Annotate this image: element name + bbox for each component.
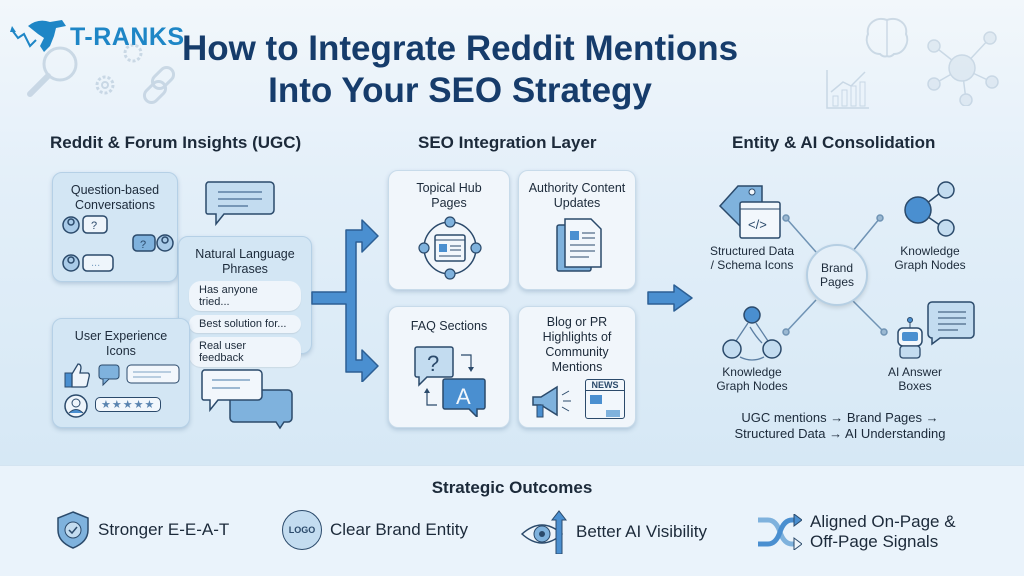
title-line-1: How to Integrate Reddit Mentions	[181, 29, 739, 68]
outcome-aligned-signals: Aligned On-Page & Off-Page Signals	[756, 512, 956, 552]
network-person-deco-icon	[927, 31, 999, 106]
svg-text:A: A	[456, 384, 471, 409]
outcome-label: Stronger E-E-A-T	[98, 520, 230, 539]
growth-chart-deco-icon	[826, 70, 869, 109]
message-bubbles-icon	[98, 364, 180, 387]
newspaper-icon: NEWS	[585, 379, 625, 419]
brand-logo: T-RANKS	[10, 16, 185, 58]
column-heading-seo: SEO Integration Layer	[418, 133, 597, 152]
brand-name: T-RANKS	[70, 22, 185, 51]
outcome-label: Clear Brand Entity	[330, 520, 468, 539]
svg-text:</>: </>	[748, 217, 767, 232]
outcome-ai-visibility: Better AI Visibility	[520, 510, 707, 554]
flow-summary: UGC mentions → Brand Pages →Structured D…	[734, 410, 946, 441]
column-heading-entity: Entity & AI Consolidation	[732, 133, 936, 152]
thumbs-up-icon	[64, 363, 90, 388]
schema-code-icon: </>	[718, 185, 781, 239]
shuffle-arrows-icon	[758, 514, 802, 550]
outcome-label: Aligned On-Page & Off-Page Signals	[810, 512, 956, 551]
card-title: FAQ Sections	[410, 319, 488, 333]
outcomes-panel	[0, 465, 1024, 576]
outcomes-heading: Strategic Outcomes	[431, 478, 593, 497]
megaphone-icon	[532, 385, 571, 418]
branch-arrow-icon	[311, 219, 379, 382]
user-avatar-icon	[64, 394, 88, 418]
chat-bubbles-pair-icon	[201, 369, 293, 430]
node-structured-data: Structured Data/ Schema Icons	[709, 244, 795, 272]
brain-deco-icon	[865, 18, 909, 58]
svg-text:?: ?	[140, 239, 146, 251]
gear-deco-icon	[95, 75, 115, 95]
hub-network-page-icon	[418, 216, 482, 280]
share-nodes-icon	[904, 181, 955, 237]
outcome-eeat: Stronger E-E-A-T	[56, 510, 229, 550]
svg-text:?: ?	[427, 351, 439, 376]
star-rating: ★★★★★	[95, 397, 162, 412]
phrase-pill: Best solution for...	[189, 315, 301, 333]
svg-text:?: ?	[91, 220, 97, 232]
conversation-bubbles-icon: ? ? ...	[62, 215, 174, 272]
gear-deco-icon-2	[123, 43, 143, 63]
faq-qa-icon: ? A	[414, 346, 486, 417]
right-arrow-icon	[647, 284, 693, 312]
shield-check-icon	[57, 511, 89, 549]
title-line-2: Into Your SEO Strategy	[268, 71, 652, 110]
graph-cycle-icon	[722, 306, 782, 361]
logo-circle-icon: LOGO	[282, 510, 322, 550]
phrase-pill: Real user feedback	[189, 337, 301, 367]
magnifier-deco-icon	[27, 46, 78, 97]
chain-link-deco-icon	[142, 65, 176, 105]
page-title: How to Integrate Reddit Mentions Into Yo…	[180, 28, 740, 112]
card-faq-sections: FAQ Sections ? A	[388, 306, 510, 428]
news-label: NEWS	[586, 380, 624, 391]
ai-robot-chat-icon	[897, 301, 975, 359]
phrase-pill: Has anyone tried...	[189, 281, 301, 311]
chat-bubble-icon	[205, 181, 275, 226]
svg-text:...: ...	[91, 257, 100, 269]
outcome-label: Better AI Visibility	[576, 522, 708, 541]
hub-connector-lines	[782, 214, 888, 336]
dinosaur-trend-icon	[10, 20, 66, 52]
documents-icon	[556, 218, 602, 272]
outcome-brand-entity: LOGO Clear Brand Entity	[282, 510, 468, 550]
column-heading-ugc: Reddit & Forum Insights (UGC)	[50, 133, 302, 152]
eye-arrow-icon	[520, 510, 568, 554]
